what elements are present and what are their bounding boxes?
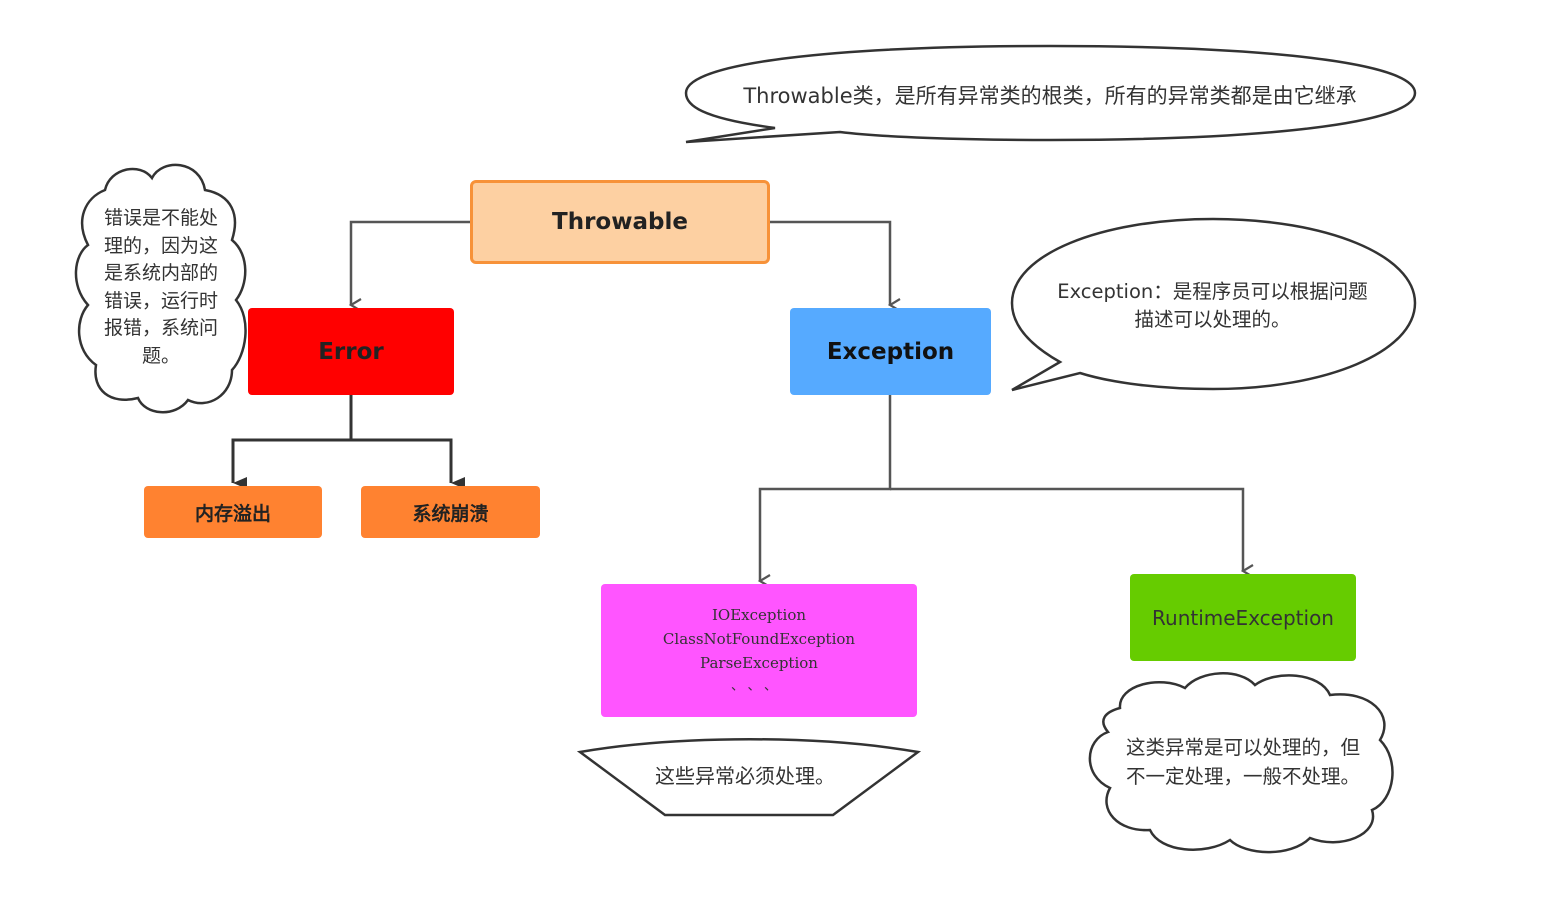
throwable-note-bubble <box>684 44 1417 144</box>
error-node: Error <box>248 308 454 395</box>
throwable-note-text: Throwable类，是所有异常类的根类，所有的异常类都是由它继承 <box>743 84 1357 108</box>
checked-exception-item: ParseException <box>700 653 818 672</box>
exception-note-bubble <box>1010 217 1417 392</box>
checked-exceptions-node: IOException ClassNotFoundException Parse… <box>601 584 917 717</box>
system-crash-node: 系统崩溃 <box>361 486 540 538</box>
checked-exception-item: IOException <box>711 605 807 624</box>
runtime-note-cloud <box>1088 672 1394 854</box>
runtime-exception-node: RuntimeException <box>1130 574 1356 661</box>
error-note-text: 错误是不能处 理的，因为这 是系统内部的 错误，运行时 报错，系统问 题。 <box>103 207 218 367</box>
connector-error-crash <box>351 438 465 489</box>
connector-error-oom <box>231 438 351 489</box>
connector-throwable-error <box>348 220 470 312</box>
exception-label: Exception <box>826 338 955 365</box>
runtime-exception-label: RuntimeException <box>1152 605 1334 630</box>
throwable-label: Throwable <box>552 209 688 235</box>
out-of-memory-label: 内存溢出 <box>194 502 271 525</box>
out-of-memory-node: 内存溢出 <box>144 486 322 538</box>
connector-exception-runtime <box>890 487 1254 578</box>
exception-note-text: Exception：是程序员可以根据问题 描述可以处理的。 <box>1057 280 1368 331</box>
error-label: Error <box>318 338 384 365</box>
exception-node: Exception <box>790 308 991 395</box>
checked-note-text: 这些异常必须处理。 <box>655 764 835 788</box>
connector-exception-checked <box>757 395 892 588</box>
error-note-cloud <box>74 163 247 414</box>
throwable-node: Throwable <box>470 180 770 264</box>
runtime-note-text: 这类异常是可以处理的，但 不一定处理，一般不处理。 <box>1125 736 1360 788</box>
system-crash-label: 系统崩溃 <box>412 502 489 525</box>
checked-exception-ellipsis: 、、、 <box>730 678 787 694</box>
connector-throwable-exception <box>770 220 901 312</box>
checked-exception-item: ClassNotFoundException <box>662 629 856 648</box>
checked-note-shape <box>576 738 922 817</box>
